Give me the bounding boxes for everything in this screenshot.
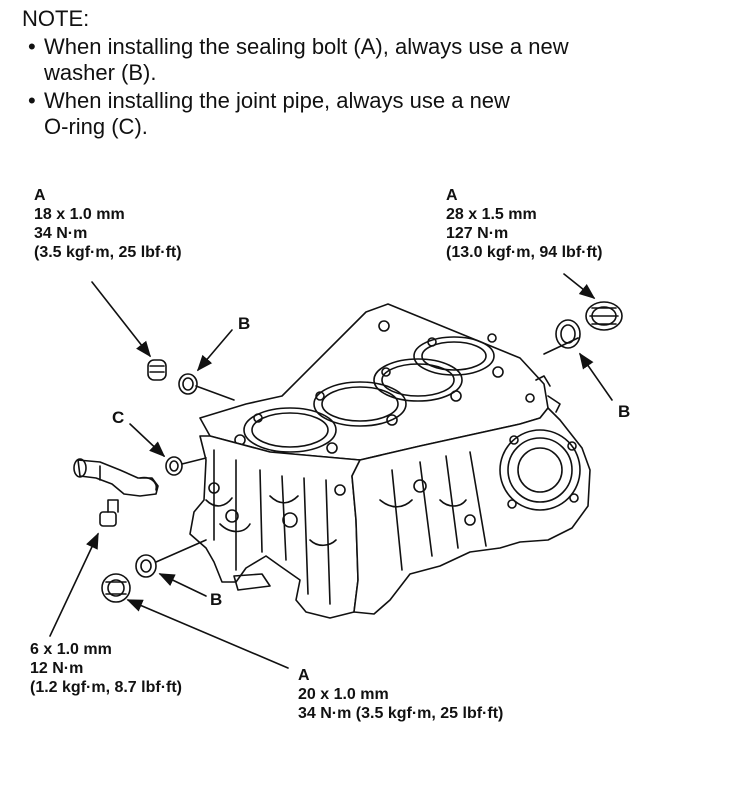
callout-letter: A: [34, 187, 46, 204]
note-bullet-line: O-ring (C).: [44, 114, 148, 139]
callout-torque: 34 N·m (3.5 kgf·m, 25 lbf·ft): [298, 705, 504, 722]
cylinder-bore: [313, 381, 407, 427]
note-bullet-line: When installing the sealing bolt (A), al…: [44, 34, 569, 59]
callout-torque: 127 N·m: [446, 225, 509, 242]
callout-alt-torque: (3.5 kgf·m, 25 lbf·ft): [34, 244, 182, 261]
callout-top-left: A 18 x 1.0 mm 34 N·m (3.5 kgf·m, 25 lbf·…: [34, 186, 182, 262]
callout-size: 18 x 1.0 mm: [34, 206, 125, 223]
cylinder-bore: [243, 407, 337, 453]
callout-letter: A: [446, 187, 458, 204]
o-ring-icon: [165, 456, 183, 476]
cylinder-bore: [373, 358, 463, 402]
washer-icon: [555, 319, 581, 349]
callout-letter: A: [298, 667, 310, 684]
callout-size: 28 x 1.5 mm: [446, 206, 537, 223]
leader-lines: [49, 273, 613, 669]
callout-alt-torque: (1.2 kgf·m, 8.7 lbf·ft): [30, 679, 183, 696]
callout-torque: 12 N·m: [30, 660, 84, 677]
sealing-bolt-icon: [585, 301, 623, 331]
note-bullet-washer: • When installing the sealing bolt (A), …: [22, 34, 722, 86]
note-bullet-oring: • When installing the joint pipe, always…: [22, 88, 722, 140]
bullet-dot: •: [28, 88, 36, 113]
note-title: NOTE:: [22, 6, 90, 31]
note-bullet-line: When installing the joint pipe, always u…: [44, 88, 510, 113]
marker-washer-bottom: B: [210, 590, 223, 609]
sealing-bolt-icon: [147, 359, 167, 381]
bullet-dot: •: [28, 34, 36, 59]
note-bullet-line: washer (B).: [44, 60, 157, 85]
marker-washer-top: B: [238, 314, 251, 333]
bolt-icon: [99, 499, 119, 527]
joint-pipe-icon: [73, 458, 159, 497]
callout-bottom-center: A 20 x 1.0 mm 34 N·m (3.5 kgf·m, 25 lbf·…: [298, 666, 503, 723]
callout-size: 20 x 1.0 mm: [298, 686, 389, 703]
callout-size: 6 x 1.0 mm: [30, 641, 112, 658]
sealing-bolt-icon: [101, 573, 131, 603]
callout-torque: 34 N·m: [34, 225, 88, 242]
washer-icon: [135, 554, 157, 578]
callout-top-right: A 28 x 1.5 mm 127 N·m (13.0 kgf·m, 94 lb…: [446, 186, 602, 262]
callout-alt-torque: (13.0 kgf·m, 94 lbf·ft): [446, 244, 603, 261]
callout-bottom-left: 6 x 1.0 mm 12 N·m (1.2 kgf·m, 8.7 lbf·ft…: [30, 640, 182, 697]
engine-block-icon: [189, 303, 591, 619]
washer-icon: [178, 373, 198, 395]
marker-oring: C: [112, 408, 125, 427]
marker-washer-right: B: [618, 402, 631, 421]
cylinder-bore: [413, 336, 495, 376]
note-block: NOTE: • When installing the sealing bolt…: [22, 6, 722, 142]
